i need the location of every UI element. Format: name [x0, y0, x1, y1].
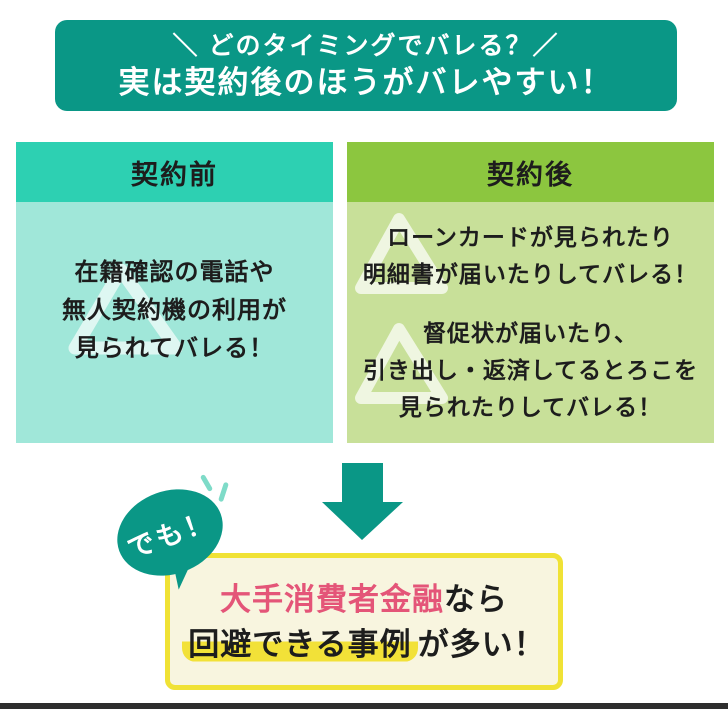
triangle-watermark-icon — [355, 323, 448, 404]
conclusion-emphasis: 大手消費者金融 — [220, 581, 444, 617]
panel-before-body: 在籍確認の電話や 無人契約機の利用が 見られてバレる！ — [16, 202, 333, 443]
after-block2-line-1: 督促状が届いたり、 — [422, 320, 639, 346]
panel-after-header: 契約後 — [347, 142, 714, 202]
sparkle-icon — [199, 473, 214, 493]
title-banner: ＼ どのタイミングでバレる？／ 実は契約後のほうがバレやすい！ — [55, 20, 677, 111]
speech-bubble-body: でも！ — [105, 475, 235, 590]
conclusion-line-1: 大手消費者金融なら — [220, 577, 508, 622]
after-block2-line-3: 見られたりしてバレる！ — [398, 394, 663, 420]
after-block1-line-1: ローンカードが見られたり — [387, 224, 674, 250]
bottom-divider — [0, 703, 728, 709]
speech-bubble-demo: でも！ — [105, 462, 248, 597]
before-line-1: 在籍確認の電話や — [74, 258, 275, 286]
conclusion-marked-text: 回避できる事例 — [182, 626, 418, 662]
conclusion-line-2: 回避できる事例が多い！ — [182, 622, 545, 667]
after-block1-line-2: 明細書が届いたりしてバレる！ — [362, 261, 699, 287]
after-contract-text-1: ローンカードが見られたり 明細書が届いたりしてバレる！ — [363, 219, 698, 293]
before-contract-text: 在籍確認の電話や 無人契約機の利用が 見られてバレる！ — [62, 254, 287, 368]
panel-before-header: 契約前 — [16, 142, 333, 202]
panel-after-body: ローンカードが見られたり 明細書が届いたりしてバレる！ 督促状が届いたり、 引き… — [347, 202, 714, 443]
triangle-watermark-icon — [355, 213, 448, 294]
banner-title: 実は契約後のほうがバレやすい！ — [118, 64, 614, 100]
bubble-label: でも！ — [123, 505, 219, 565]
down-arrow-icon — [322, 463, 403, 540]
after-block2-line-2: 引き出し・返済してるとろこを — [362, 357, 699, 383]
triangle-watermark-icon — [68, 263, 183, 355]
panel-before-contract: 契約前 在籍確認の電話や 無人契約機の利用が 見られてバレる！ — [16, 142, 333, 443]
before-line-2: 無人契約機の利用が — [62, 296, 287, 324]
conclusion-line1-rest: なら — [444, 581, 508, 617]
before-line-3: 見られてバレる！ — [74, 334, 275, 362]
conclusion-box: 大手消費者金融なら 回避できる事例が多い！ — [165, 553, 563, 690]
conclusion-line2-rest: が多い！ — [417, 626, 546, 662]
panel-after-contract: 契約後 ローンカードが見られたり 明細書が届いたりしてバレる！ 督促状が届いたり… — [347, 142, 714, 443]
sparkle-icon — [218, 481, 229, 503]
after-contract-text-2: 督促状が届いたり、 引き出し・返済してるとろこを 見られたりしてバレる！ — [363, 315, 698, 426]
banner-subtitle: ＼ どのタイミングでバレる？／ — [172, 31, 560, 60]
